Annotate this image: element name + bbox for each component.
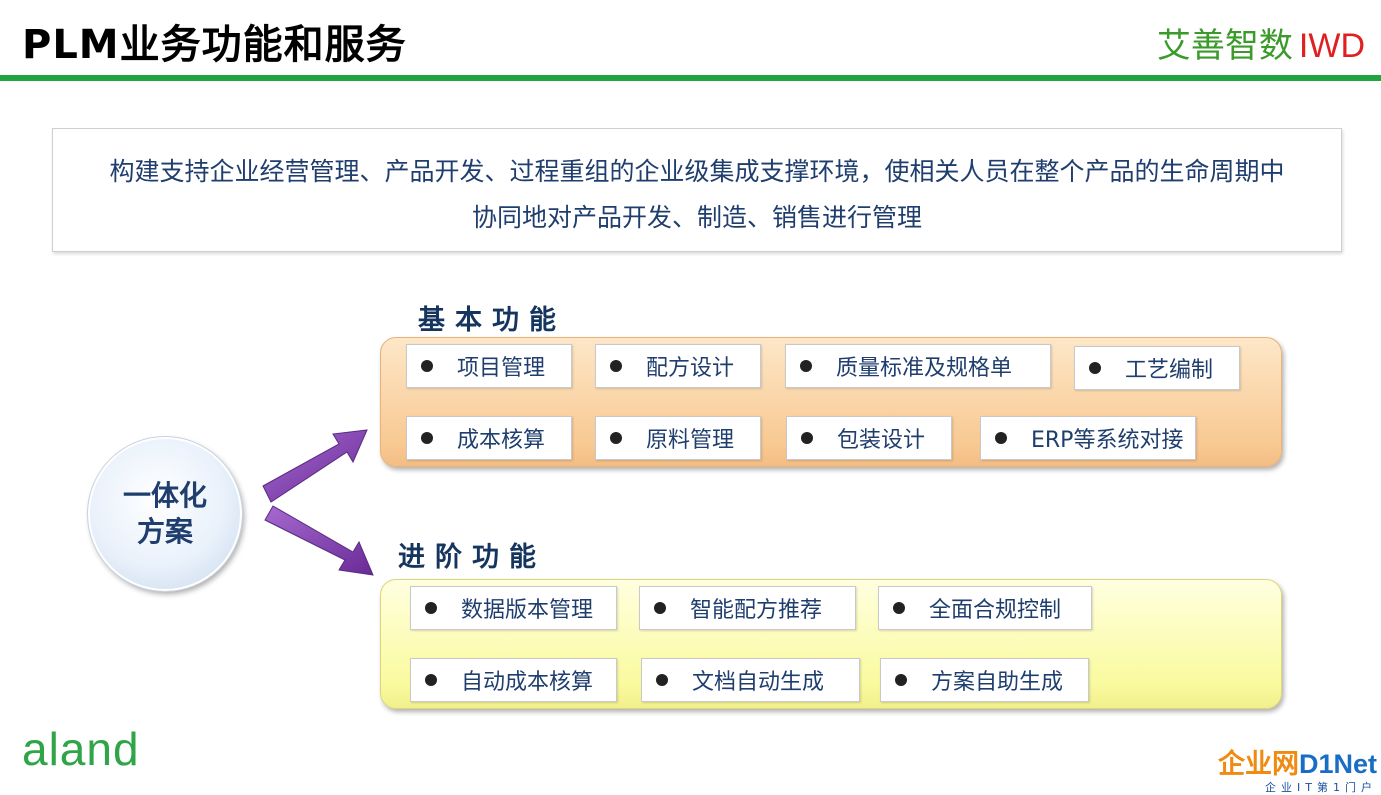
header-divider [0,75,1381,81]
bullet-icon [421,360,433,372]
basic-item: 原料管理 [595,416,761,460]
basic-functions-title: 基本功能 [418,305,566,336]
page-title: PLM业务功能和服务 [22,22,407,68]
bullet-icon [656,674,668,686]
basic-item-label: 配方设计 [646,356,735,381]
advanced-item: 数据版本管理 [410,586,617,630]
advanced-item-label: 自动成本核算 [461,670,594,695]
bullet-icon [893,602,905,614]
integrated-solution-hub: 一体化 方案 [87,436,243,592]
basic-item-label: 包装设计 [837,428,926,453]
basic-item: 项目管理 [406,344,572,388]
basic-item: 配方设计 [595,344,761,388]
basic-item: 质量标准及规格单 [785,344,1051,388]
basic-item: ERP等系统对接 [980,416,1196,460]
basic-item-label: 原料管理 [646,428,735,453]
bullet-icon [895,674,907,686]
bullet-icon [421,432,433,444]
bullet-icon [610,432,622,444]
bullet-icon [800,360,812,372]
d1net-logo-cn: 企业网 [1217,749,1299,779]
bullet-icon [1089,362,1101,374]
d1net-logo-en: D1Net [1298,749,1377,779]
mission-line-1: 构建支持企业经营管理、产品开发、过程重组的企业级集成支撑环境，使相关人员在整个产… [109,157,1285,186]
advanced-item: 文档自动生成 [641,658,860,702]
mission-line-2: 协同地对产品开发、制造、销售进行管理 [471,203,922,232]
hub-label-line-2: 方案 [136,515,193,548]
d1net-logo: 企业网D1Net 企业IT第1门户 [1218,742,1377,795]
advanced-item-label: 全面合规控制 [929,598,1062,623]
d1net-logo-tagline: 企业IT第1门户 [1265,781,1377,794]
basic-item: 工艺编制 [1074,346,1240,390]
basic-item: 成本核算 [406,416,572,460]
bullet-icon [654,602,666,614]
advanced-item-label: 方案自助生成 [931,670,1064,695]
basic-item-label: 工艺编制 [1125,358,1214,383]
arrow-down-icon [264,505,374,576]
branch-arrows [262,429,374,576]
bullet-icon [425,674,437,686]
advanced-item-label: 智能配方推荐 [690,598,823,623]
basic-item-label: 成本核算 [457,428,546,453]
basic-item-label: 项目管理 [457,356,546,381]
bullet-icon [995,432,1007,444]
bullet-icon [801,432,813,444]
advanced-item: 自动成本核算 [410,658,617,702]
basic-item-label: ERP等系统对接 [1031,428,1184,453]
advanced-item: 方案自助生成 [880,658,1089,702]
brand-name-en: IWD [1298,27,1365,65]
advanced-functions-title: 进阶功能 [398,542,546,573]
advanced-item-label: 文档自动生成 [692,670,825,695]
advanced-item-label: 数据版本管理 [461,598,594,623]
arrow-up-icon [262,429,368,503]
bullet-icon [610,360,622,372]
brand-name-cn: 艾善智数 [1156,26,1293,66]
mission-statement-box: 构建支持企业经营管理、产品开发、过程重组的企业级集成支撑环境，使相关人员在整个产… [52,128,1342,252]
hub-label-line-1: 一体化 [122,479,207,512]
basic-item: 包装设计 [786,416,952,460]
aland-logo: aland [22,723,140,775]
bullet-icon [425,602,437,614]
advanced-item: 全面合规控制 [878,586,1092,630]
advanced-item: 智能配方推荐 [639,586,856,630]
basic-item-label: 质量标准及规格单 [836,356,1013,381]
